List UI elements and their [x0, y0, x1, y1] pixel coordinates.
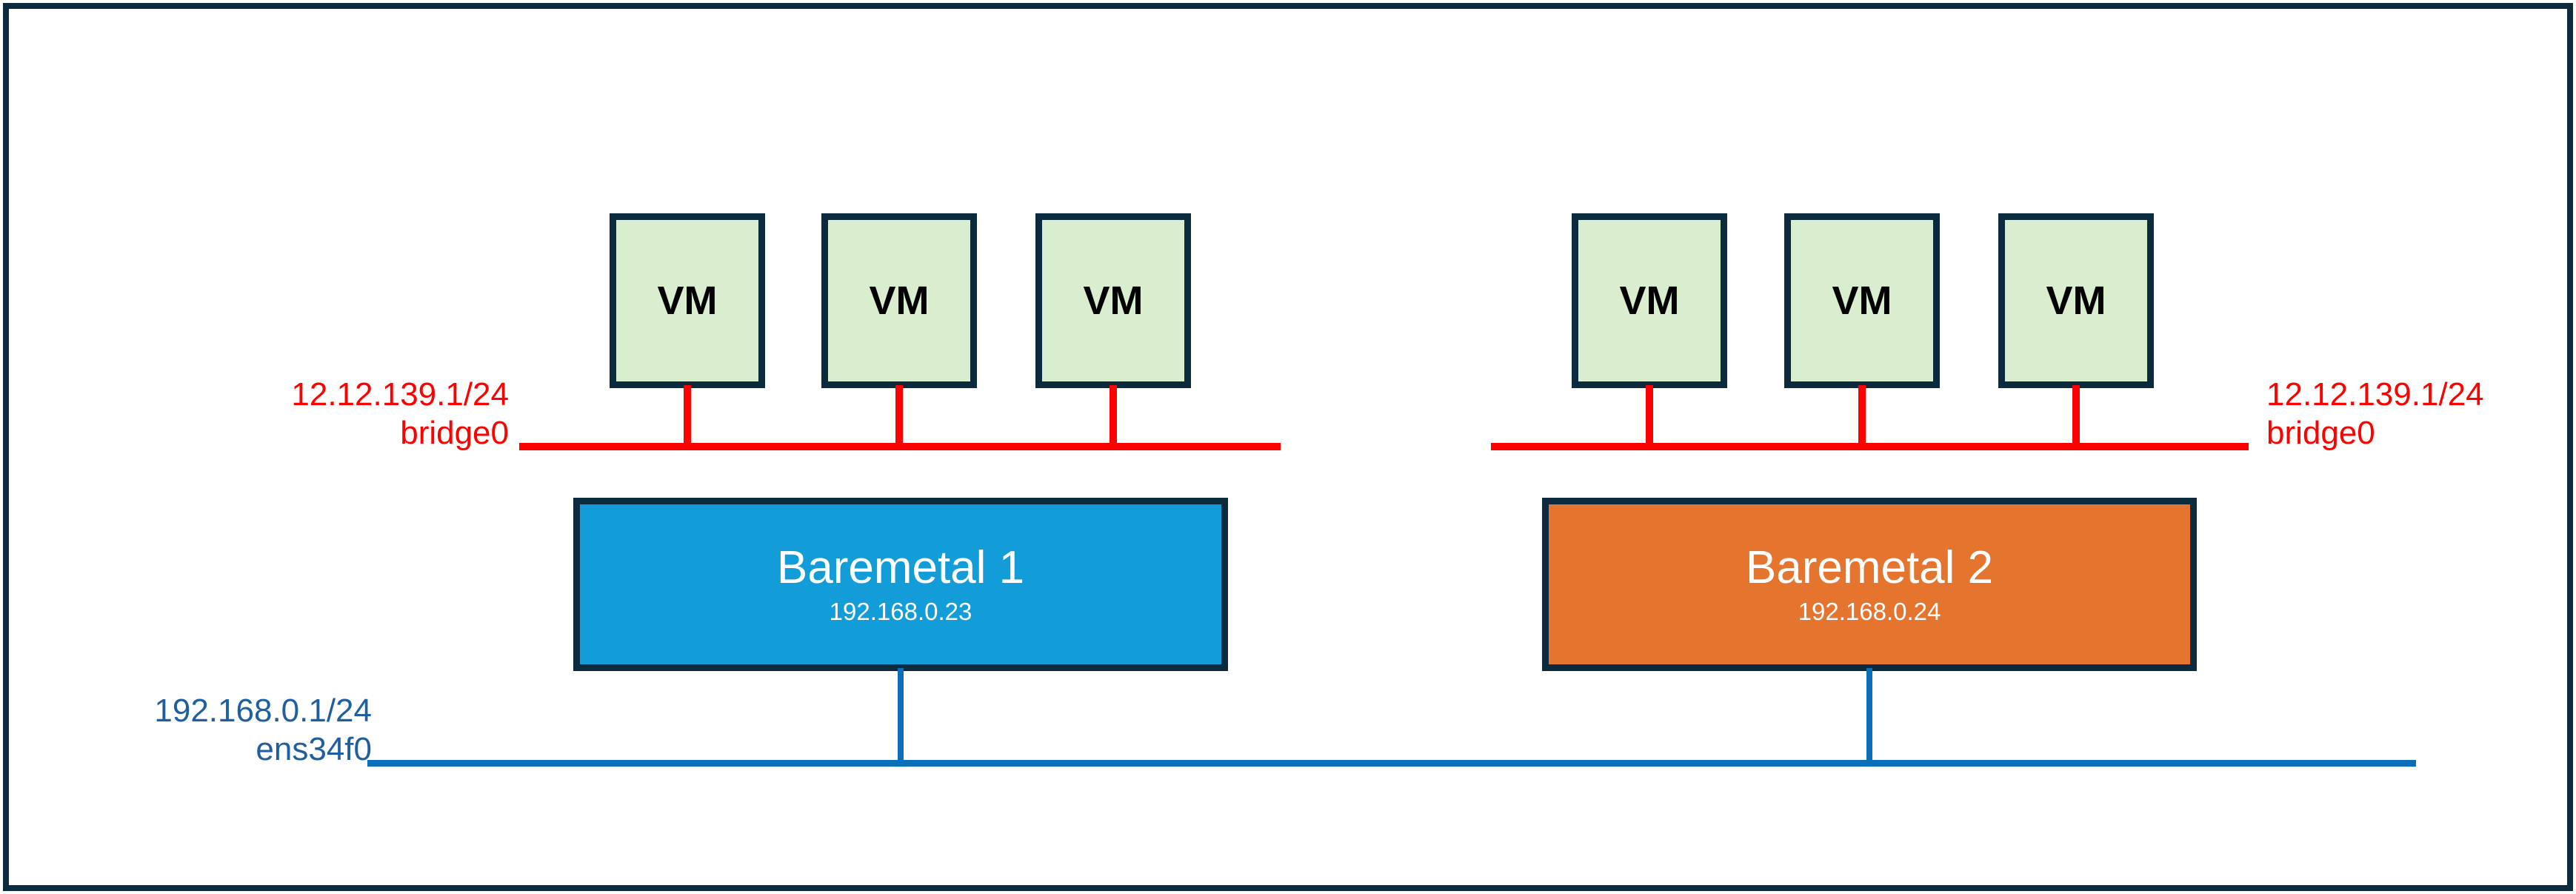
vm-label: VM: [2046, 278, 2106, 323]
vm-label: VM: [1619, 278, 1680, 323]
bridge-bus-right: [1491, 443, 2249, 450]
vm-label: VM: [657, 278, 718, 323]
baremetal-host-1-name: Baremetal 1: [776, 542, 1025, 594]
vm-bridge-link-left-3: [1110, 385, 1117, 447]
bridge-address-left: 12.12.139.1/24: [291, 376, 509, 413]
vm-box-right-2[interactable]: VM: [1784, 213, 1940, 388]
vm-bridge-link-right-2: [1858, 385, 1866, 447]
vm-box-left-3[interactable]: VM: [1035, 213, 1191, 388]
host-network-link-1: [898, 668, 904, 763]
vm-label: VM: [1832, 278, 1892, 323]
vm-box-left-1[interactable]: VM: [610, 213, 765, 388]
baremetal-host-2-ip: 192.168.0.24: [1798, 598, 1941, 626]
vm-box-right-1[interactable]: VM: [1572, 213, 1727, 388]
diagram-frame: VM VM VM 12.12.139.1/24 bridge0 VM VM VM: [3, 3, 2573, 891]
vm-bridge-link-right-1: [1646, 385, 1653, 447]
vm-bridge-link-right-3: [2072, 385, 2080, 447]
physical-network-address: 192.168.0.1/24: [154, 693, 372, 729]
vm-bridge-link-left-1: [684, 385, 691, 447]
bridge-address-right: 12.12.139.1/24: [2266, 376, 2484, 413]
physical-network-bus: [367, 760, 2416, 767]
baremetal-host-1[interactable]: Baremetal 1 192.168.0.23: [573, 498, 1228, 671]
host-network-link-2: [1866, 668, 1872, 763]
bridge-label-left: 12.12.139.1/24 bridge0: [179, 376, 509, 453]
bridge-bus-left: [519, 443, 1281, 450]
vm-box-right-3[interactable]: VM: [1998, 213, 2154, 388]
baremetal-host-2-name: Baremetal 2: [1745, 542, 1994, 594]
bridge-interface-left: bridge0: [400, 414, 509, 451]
vm-box-left-2[interactable]: VM: [821, 213, 977, 388]
baremetal-host-2[interactable]: Baremetal 2 192.168.0.24: [1542, 498, 2197, 671]
vm-label: VM: [869, 278, 930, 323]
physical-network-interface: ens34f0: [256, 730, 372, 767]
vm-bridge-link-left-2: [895, 385, 903, 447]
vm-label: VM: [1083, 278, 1144, 323]
physical-network-label: 192.168.0.1/24 ens34f0: [31, 692, 372, 769]
baremetal-host-1-ip: 192.168.0.23: [829, 598, 972, 626]
bridge-label-right: 12.12.139.1/24 bridge0: [2266, 376, 2576, 453]
bridge-interface-right: bridge0: [2266, 414, 2375, 451]
